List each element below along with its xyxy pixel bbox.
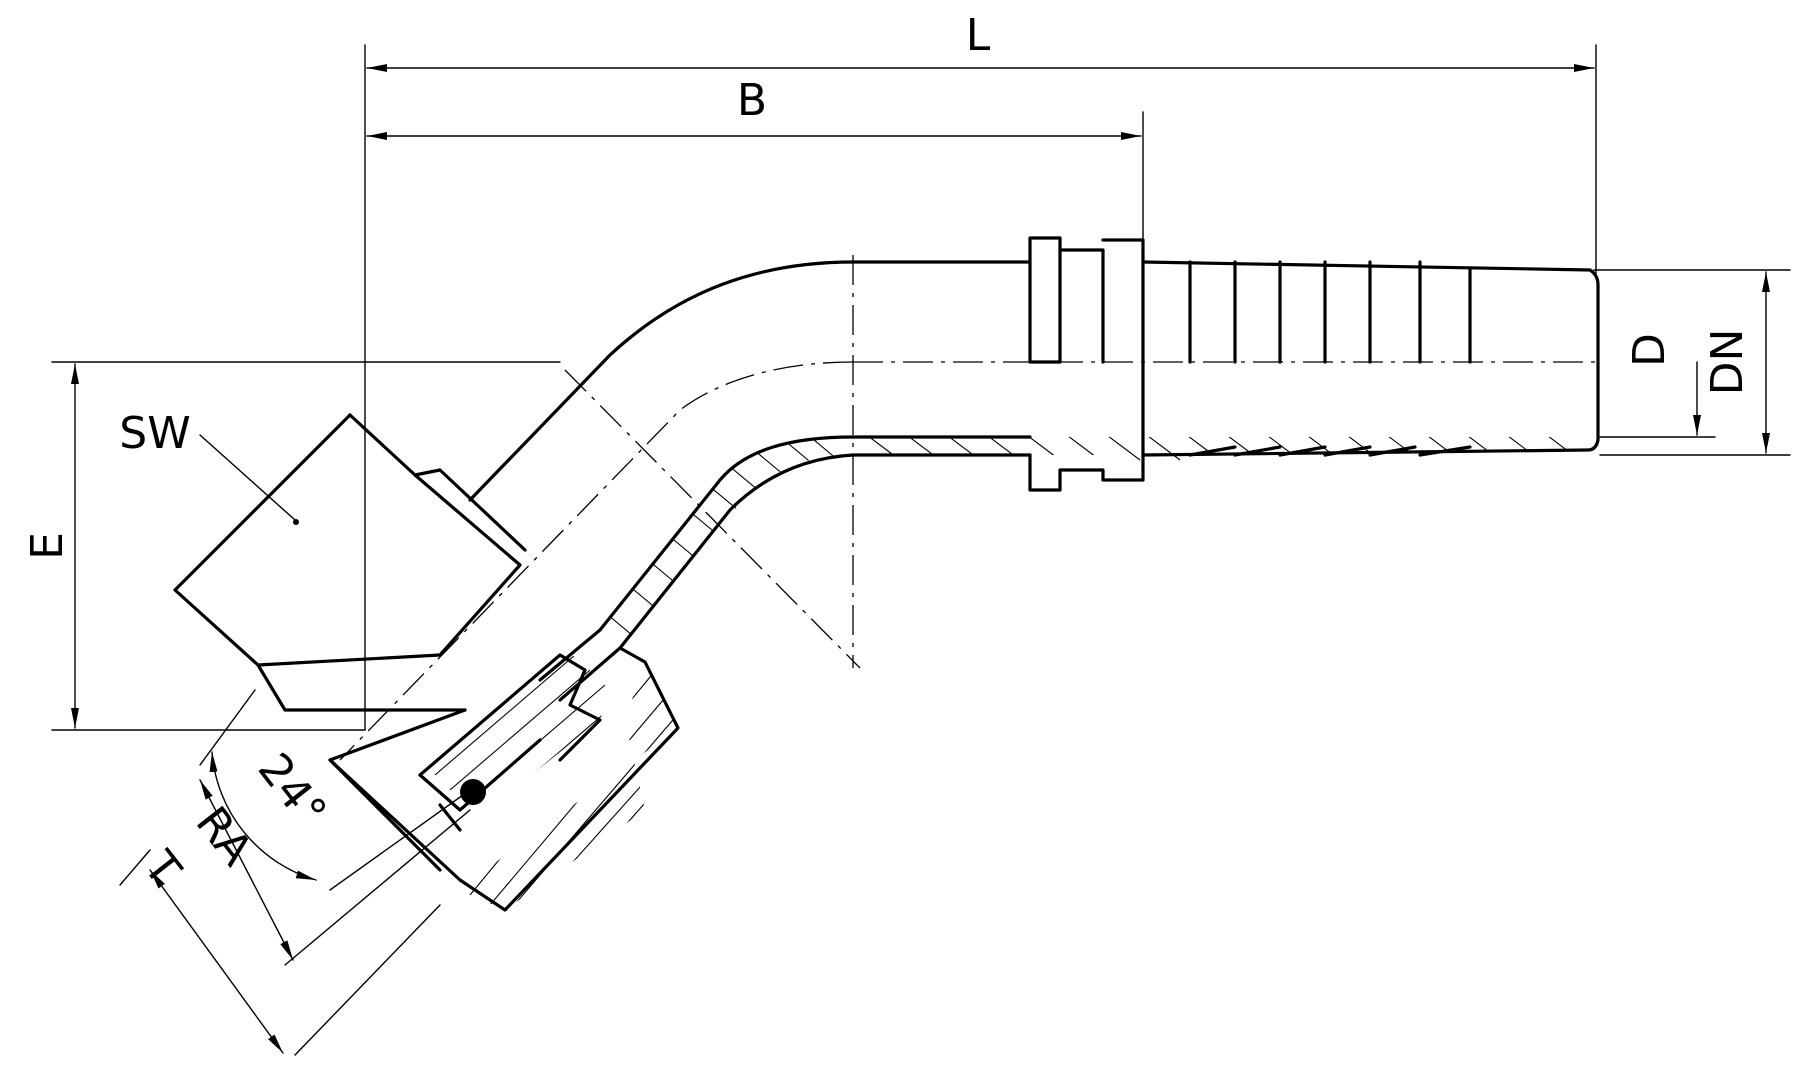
dim-label-sw: SW [119,408,190,459]
angle-label: 24° [248,744,336,837]
dim-label-ra: RA [186,798,262,876]
section-hatching [420,437,1581,910]
dim-label-l: L [966,10,991,61]
center-lines [339,255,1596,761]
dim-label-b: B [737,75,767,126]
fitting-body [468,236,1600,650]
o-ring-seal [460,779,486,805]
swivel-nut [173,413,680,912]
dim-label-d: D [1624,333,1675,367]
dim-label-e: E [22,532,73,560]
dimension-lines [51,44,1791,1056]
dim-label-dn: DN [1702,329,1753,396]
